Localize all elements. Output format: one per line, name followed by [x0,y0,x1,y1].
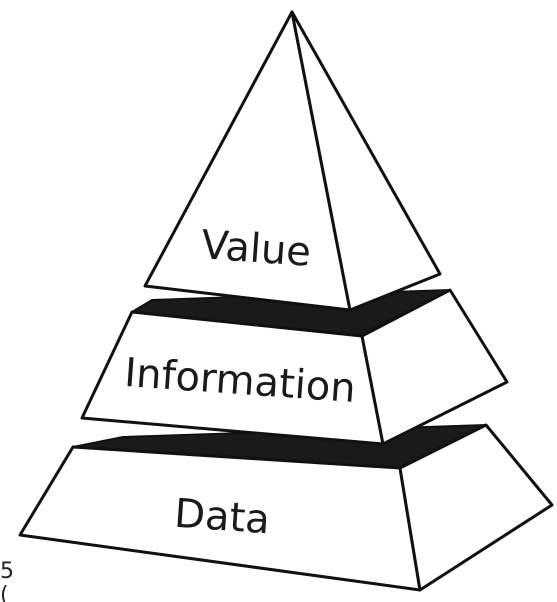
tier-data: Data [18,423,554,592]
edge-fragment-bottom: ( [0,583,9,602]
data-side-face [398,423,554,592]
edge-fragment-top: 5 [0,559,14,584]
tier-information: Information [80,288,509,446]
value-side-face [290,10,442,312]
value-label: Value [200,222,313,276]
data-label: Data [173,491,271,544]
tier-value: Value [143,10,442,312]
information-side-face [360,288,509,446]
